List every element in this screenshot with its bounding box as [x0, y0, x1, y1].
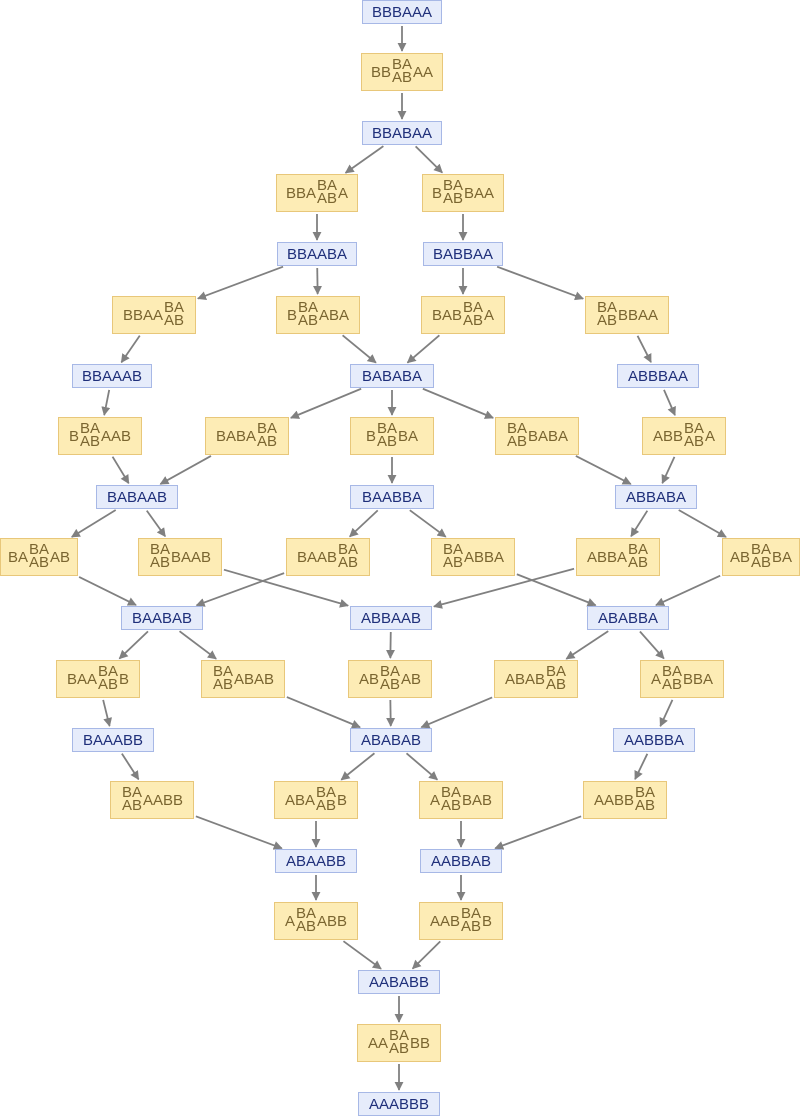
edge-arrow [639, 630, 665, 660]
edge-arrow [565, 630, 609, 660]
state-node: BABAAB [96, 485, 178, 509]
edge-arrow [286, 696, 361, 729]
state-node: BAABAB [121, 606, 203, 630]
edge-arrow [197, 265, 284, 300]
state-node: BBBAAA [362, 0, 442, 24]
edge-arrow [655, 574, 721, 606]
state-node: BBABAA [362, 121, 442, 145]
edge-arrow [405, 752, 438, 781]
state-node: ABBABA [615, 485, 697, 509]
edge-arrow [111, 456, 130, 485]
edge-arrow [344, 145, 384, 174]
edge-arrow [659, 699, 674, 728]
state-node: ABBAAB [350, 606, 432, 630]
edge-arrow [102, 699, 113, 727]
edge-arrow [420, 696, 493, 729]
edge-arrow [496, 265, 584, 301]
edge-arrow [636, 335, 652, 364]
state-node: ABAABB [275, 849, 357, 873]
edge-arrow [630, 510, 649, 538]
edge-arrow [663, 389, 676, 416]
state-node: ABABBA [587, 606, 669, 630]
edge-arrow [494, 815, 582, 850]
edge-arrow [634, 753, 649, 781]
edge-arrow [678, 509, 727, 538]
state-node: BABBAA [423, 242, 503, 266]
state-node: BBAAAB [72, 364, 152, 388]
edge-arrow [120, 335, 141, 364]
state-node: BAAABB [72, 728, 154, 752]
edge-arrow [422, 387, 494, 419]
edge-arrow [195, 815, 283, 850]
state-node: ABABAB [350, 728, 432, 752]
edge-arrow [118, 630, 149, 660]
state-node: AABBBA [613, 728, 695, 752]
edge-arrow [340, 752, 376, 781]
edge-arrow [406, 334, 440, 364]
edge-arrow [433, 567, 575, 609]
edge-arrow [516, 573, 597, 607]
state-node: AABABB [358, 970, 440, 994]
edge-arrow [70, 509, 117, 538]
edge-arrow [159, 455, 212, 485]
edge-arrow [411, 940, 441, 970]
edge-arrow [121, 753, 140, 781]
edge-arrow [223, 568, 349, 608]
state-node: BABABA [350, 364, 434, 388]
state-node: BBAABA [277, 242, 357, 266]
state-node: AAABBB [358, 1092, 440, 1116]
edge-arrow [349, 509, 379, 538]
edge-arrow [290, 387, 362, 419]
edge-arrow [342, 940, 382, 970]
edge-arrow [409, 509, 447, 538]
edge-arrow [342, 334, 377, 364]
edge-arrow [146, 510, 166, 538]
state-node: BAABBA [350, 485, 434, 509]
edge-arrow [661, 456, 676, 485]
edge-arrow [178, 630, 217, 660]
edge-arrow [101, 389, 111, 416]
edge-arrow [575, 455, 632, 485]
state-node: AABBAB [420, 849, 502, 873]
state-node: ABBBAA [617, 364, 699, 388]
edge-arrow [414, 145, 443, 174]
edge-arrow [195, 572, 285, 607]
edge-arrow [78, 576, 137, 606]
